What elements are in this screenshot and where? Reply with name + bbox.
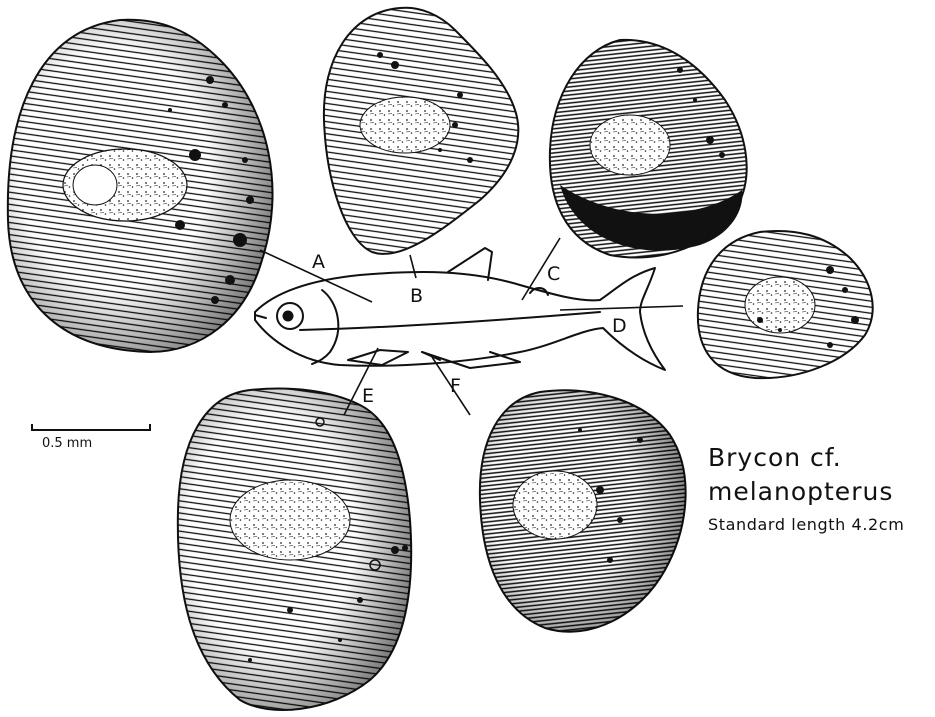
scale-bar: 0.5 mm: [32, 424, 150, 451]
scale-A-drawing: [8, 20, 273, 352]
scale-B-drawing: [324, 8, 518, 254]
scale-D-drawing: [698, 231, 873, 378]
scale-C-drawing: [550, 40, 747, 258]
standard-length: Standard length 4.2cm: [708, 515, 904, 534]
scale-E-drawing: [178, 389, 411, 710]
scale-bar-label: 0.5 mm: [42, 436, 92, 451]
region-label-A: A: [312, 251, 325, 273]
region-label-B: B: [410, 285, 423, 307]
region-label-C: C: [547, 263, 560, 285]
leader-B: [410, 255, 416, 278]
leader-D: [560, 306, 683, 310]
region-label-E: E: [362, 385, 374, 407]
region-label-F: F: [450, 375, 461, 397]
species-caption: Brycon cf. melanopterus Standard length …: [708, 443, 904, 534]
species-name-line2: melanopterus: [708, 477, 893, 506]
scale-F-drawing: [480, 390, 686, 631]
species-name-line1: Brycon cf.: [708, 443, 842, 472]
region-label-D: D: [612, 315, 627, 337]
